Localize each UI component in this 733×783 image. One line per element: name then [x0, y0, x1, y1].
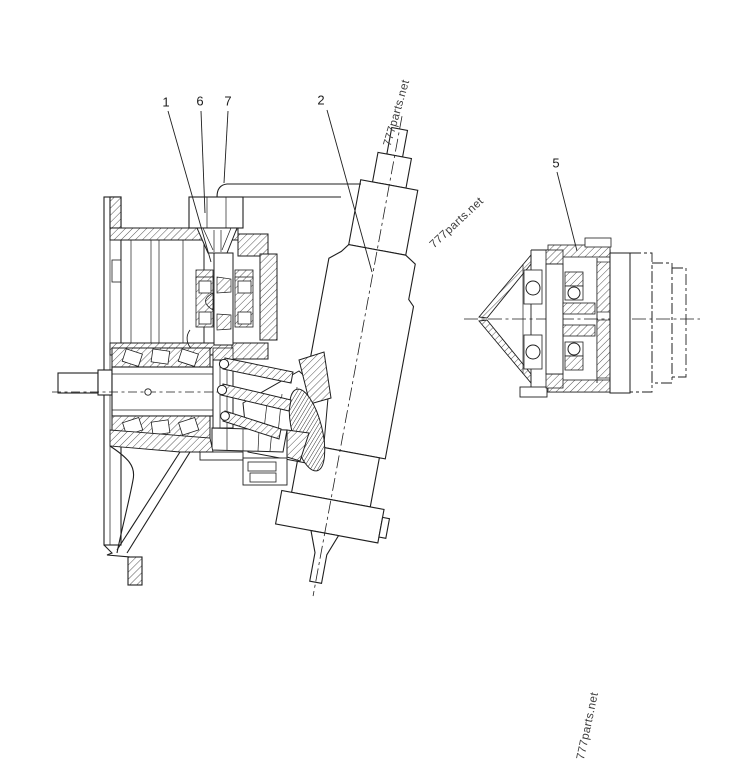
- callout-label-2: 2: [317, 92, 325, 108]
- callout-label-7: 7: [224, 93, 232, 109]
- cylinder-block-pistons: [199, 351, 332, 486]
- callout-label-6: 6: [196, 93, 204, 109]
- drive-shaft-assembly: [52, 347, 235, 441]
- callout-leader-lines: [167, 109, 578, 273]
- callout-label-1: 1: [162, 94, 170, 110]
- pump-control-cylinder: [274, 116, 419, 597]
- charge-pump-gear-assembly: [188, 196, 254, 346]
- housing-top-plate: [216, 183, 361, 198]
- housing-web: [109, 429, 214, 554]
- gear-housing: [109, 227, 278, 360]
- end-view-assembly: [464, 237, 700, 398]
- callout-label-5: 5: [552, 155, 560, 171]
